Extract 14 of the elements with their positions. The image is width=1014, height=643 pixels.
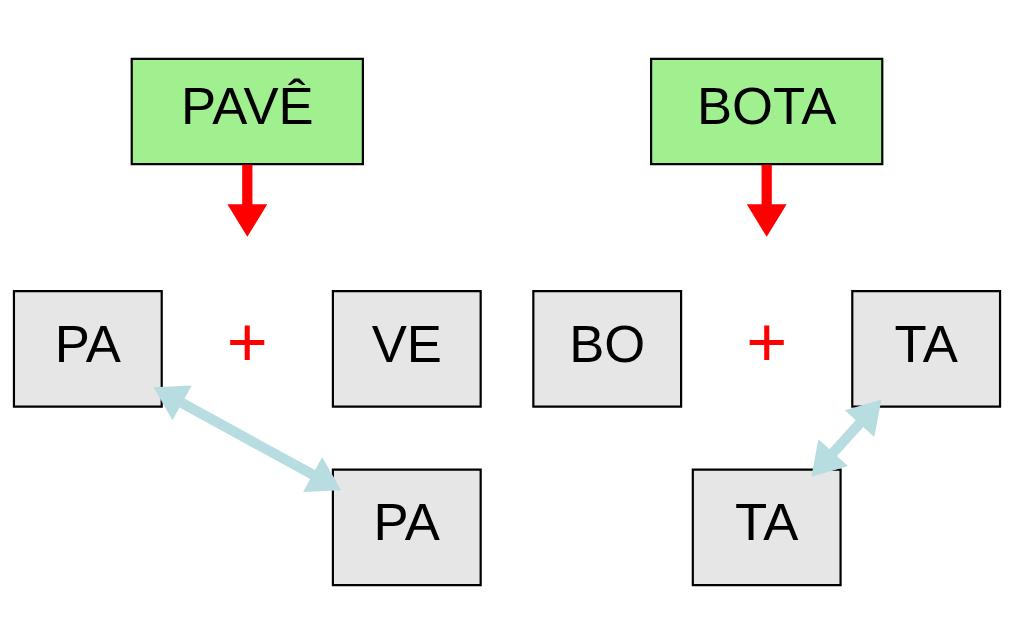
arrow (227, 164, 268, 237)
node-box: PA (12, 289, 163, 408)
node-box: BO (532, 289, 683, 408)
label: + (746, 301, 788, 381)
node-box: VE (331, 289, 482, 408)
label: + (226, 301, 268, 381)
node-box: BOTA (650, 57, 884, 165)
node-box: TA (691, 467, 842, 586)
arrow (153, 385, 342, 492)
arrow (811, 399, 882, 477)
node-box: PAVÊ (130, 57, 364, 165)
node-box: TA (851, 289, 1002, 408)
node-box: PA (331, 467, 482, 586)
arrow (746, 164, 787, 237)
